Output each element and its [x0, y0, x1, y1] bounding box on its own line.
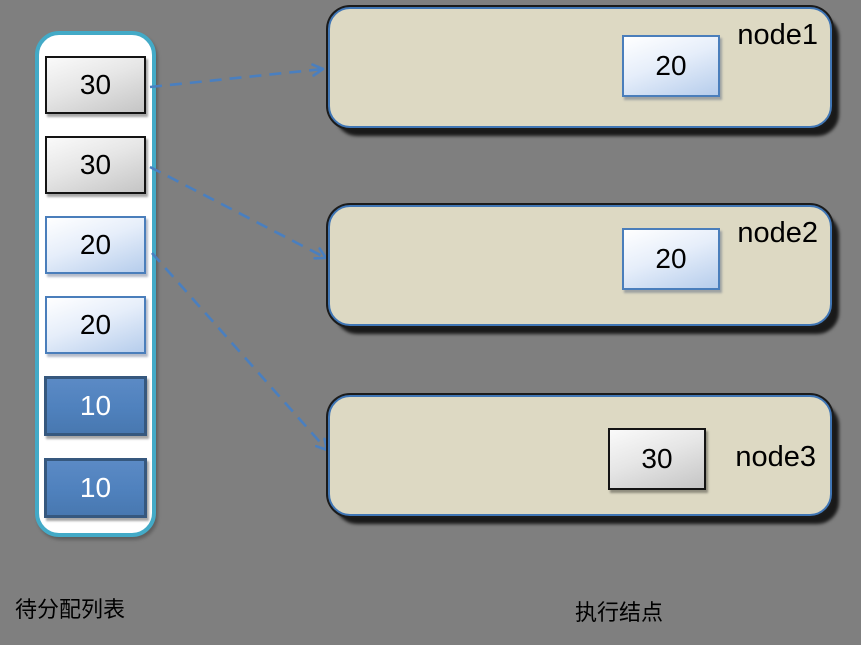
- pending-task-box-5: 10: [44, 376, 147, 436]
- pending-task-box-3: 20: [45, 216, 146, 274]
- arrow-task20-to-node3: [151, 252, 329, 452]
- arrow-task30-to-node1: [149, 63, 325, 89]
- pending-list-caption: 待分配列表: [15, 597, 126, 622]
- pending-task-box-6: 10: [44, 458, 147, 518]
- execution-node-node3: node3 30: [328, 395, 832, 516]
- pending-task-box-2: 30: [45, 136, 146, 194]
- execution-nodes-caption: 执行结点: [575, 600, 664, 625]
- node3-task-box: 30: [608, 428, 706, 490]
- node2-task-box: 20: [622, 228, 720, 290]
- arrow-task30-to-node2: [149, 165, 328, 260]
- pending-task-box-4: 20: [45, 296, 146, 354]
- execution-node-node1: node1 20: [328, 7, 832, 128]
- pending-task-box-1: 30: [45, 56, 146, 114]
- node2-label: node2: [737, 217, 818, 249]
- node3-label: node3: [735, 441, 816, 473]
- execution-node-node2: node2 20: [328, 205, 832, 326]
- node1-task-box: 20: [622, 35, 720, 97]
- node1-label: node1: [737, 19, 818, 51]
- pending-list-panel: 30 30 20 20 10 10: [35, 31, 156, 537]
